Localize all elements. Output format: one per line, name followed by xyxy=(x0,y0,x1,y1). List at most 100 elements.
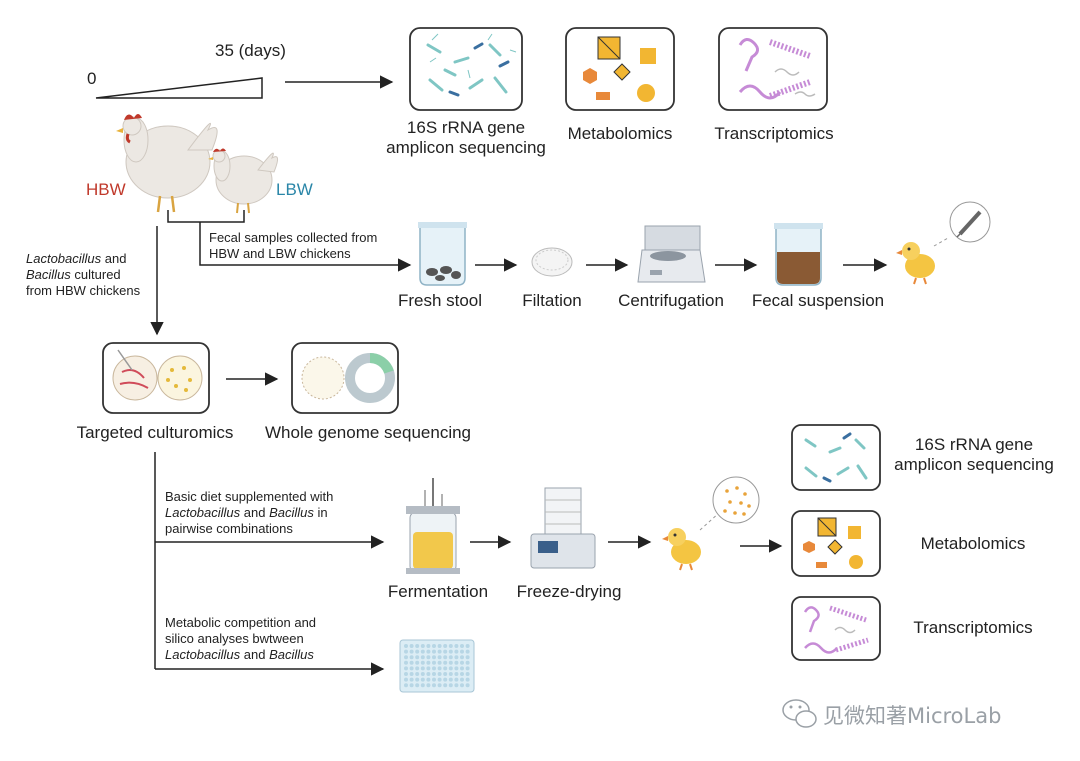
diet-note-line3: pairwise combinations xyxy=(165,521,293,536)
right-16s-line1: 16S rRNA gene xyxy=(914,435,1034,454)
well xyxy=(460,649,464,654)
well xyxy=(460,672,464,676)
panel-metabolomics-right xyxy=(791,510,881,577)
well xyxy=(415,644,420,648)
well xyxy=(465,644,470,648)
right-metabolomics-label: Metabolomics xyxy=(920,534,1026,553)
step-filtation: Filtation xyxy=(522,291,582,310)
well xyxy=(465,672,470,676)
well xyxy=(426,683,431,688)
dropper-callout-icon xyxy=(933,201,991,247)
well xyxy=(437,655,442,660)
panel-16s-top xyxy=(409,27,523,111)
chicken-bracket xyxy=(167,210,245,223)
timeline-end-label: 35 (days) xyxy=(215,41,286,60)
well xyxy=(460,644,464,648)
well xyxy=(443,683,448,688)
well xyxy=(443,660,448,665)
well xyxy=(465,660,470,665)
right-16s-label: 16S rRNA gene amplicon sequencing xyxy=(882,435,1066,475)
step-fermentation: Fermentation xyxy=(387,582,489,601)
well xyxy=(465,677,470,682)
well xyxy=(420,649,425,654)
well xyxy=(426,660,431,665)
well xyxy=(454,683,459,688)
wechat-logo-icon xyxy=(782,699,817,728)
well xyxy=(426,649,431,654)
competition-note-line2: silico analyses bwtween xyxy=(165,631,304,646)
well xyxy=(415,672,420,676)
well xyxy=(443,644,448,648)
diet-note-in: in xyxy=(313,505,328,520)
timeline-start-label: 0 xyxy=(87,69,97,88)
well xyxy=(437,683,442,688)
well xyxy=(443,672,448,676)
well xyxy=(409,649,414,654)
well xyxy=(420,683,425,688)
well xyxy=(426,644,431,648)
well xyxy=(454,655,459,660)
chick-feed-icon xyxy=(661,527,702,571)
fecal-note: Fecal samples collected from HBW and LBW… xyxy=(209,230,377,262)
step-fecal-suspension: Fecal suspension xyxy=(751,291,885,310)
right-transcriptomics-label: Transcriptomics xyxy=(913,618,1033,637)
well xyxy=(432,683,436,688)
well xyxy=(432,649,436,654)
well xyxy=(426,672,431,676)
well xyxy=(454,672,459,676)
well xyxy=(409,672,414,676)
well xyxy=(404,677,408,682)
well xyxy=(443,666,448,671)
diet-note-bacillus: Bacillus xyxy=(269,505,314,520)
well xyxy=(465,649,470,654)
well xyxy=(409,644,414,648)
culture-note-lacto: Lactobacillus xyxy=(26,251,102,266)
well xyxy=(448,677,453,682)
well xyxy=(432,677,436,682)
watermark-text: 见微知著MicroLab xyxy=(823,704,1002,728)
well xyxy=(426,655,431,660)
well xyxy=(420,660,425,665)
well xyxy=(437,677,442,682)
panel-transcriptomics-right xyxy=(791,596,881,661)
chicken-hbw xyxy=(116,114,218,213)
well xyxy=(409,666,414,671)
feed-callout-icon xyxy=(699,476,760,531)
well xyxy=(432,660,436,665)
well xyxy=(420,666,425,671)
well xyxy=(415,666,420,671)
panel-transcriptomics-top xyxy=(718,27,828,111)
well xyxy=(454,644,459,648)
well xyxy=(460,677,464,682)
well xyxy=(437,649,442,654)
diet-note-lacto: Lactobacillus xyxy=(165,505,241,520)
well xyxy=(448,666,453,671)
step-centrifugation: Centrifugation xyxy=(618,291,724,310)
fecal-note-line1: Fecal samples collected from xyxy=(209,230,378,245)
well xyxy=(404,666,408,671)
well xyxy=(437,666,442,671)
well xyxy=(404,655,408,660)
well xyxy=(465,655,470,660)
fermenter-icon xyxy=(406,478,460,574)
culture-note-line3: from HBW chickens xyxy=(26,283,141,298)
well xyxy=(404,683,408,688)
well xyxy=(415,655,420,660)
panel-metabolomics-top xyxy=(565,27,675,111)
well xyxy=(460,683,464,688)
culture-note: Lactobacillus and Bacillus cultured from… xyxy=(26,251,140,299)
well xyxy=(448,660,453,665)
well xyxy=(448,649,453,654)
well xyxy=(420,672,425,676)
competition-note-line1: Metabolic competition and xyxy=(165,615,317,630)
well xyxy=(426,666,431,671)
well xyxy=(404,660,408,665)
well xyxy=(409,677,414,682)
top-metabolomics-label: Metabolomics xyxy=(567,124,673,143)
well xyxy=(409,660,414,665)
fecal-suspension-icon xyxy=(774,223,823,286)
top-16s-line2: amplicon sequencing xyxy=(386,138,546,157)
well xyxy=(432,666,436,671)
freeze-dryer-icon xyxy=(530,487,596,569)
